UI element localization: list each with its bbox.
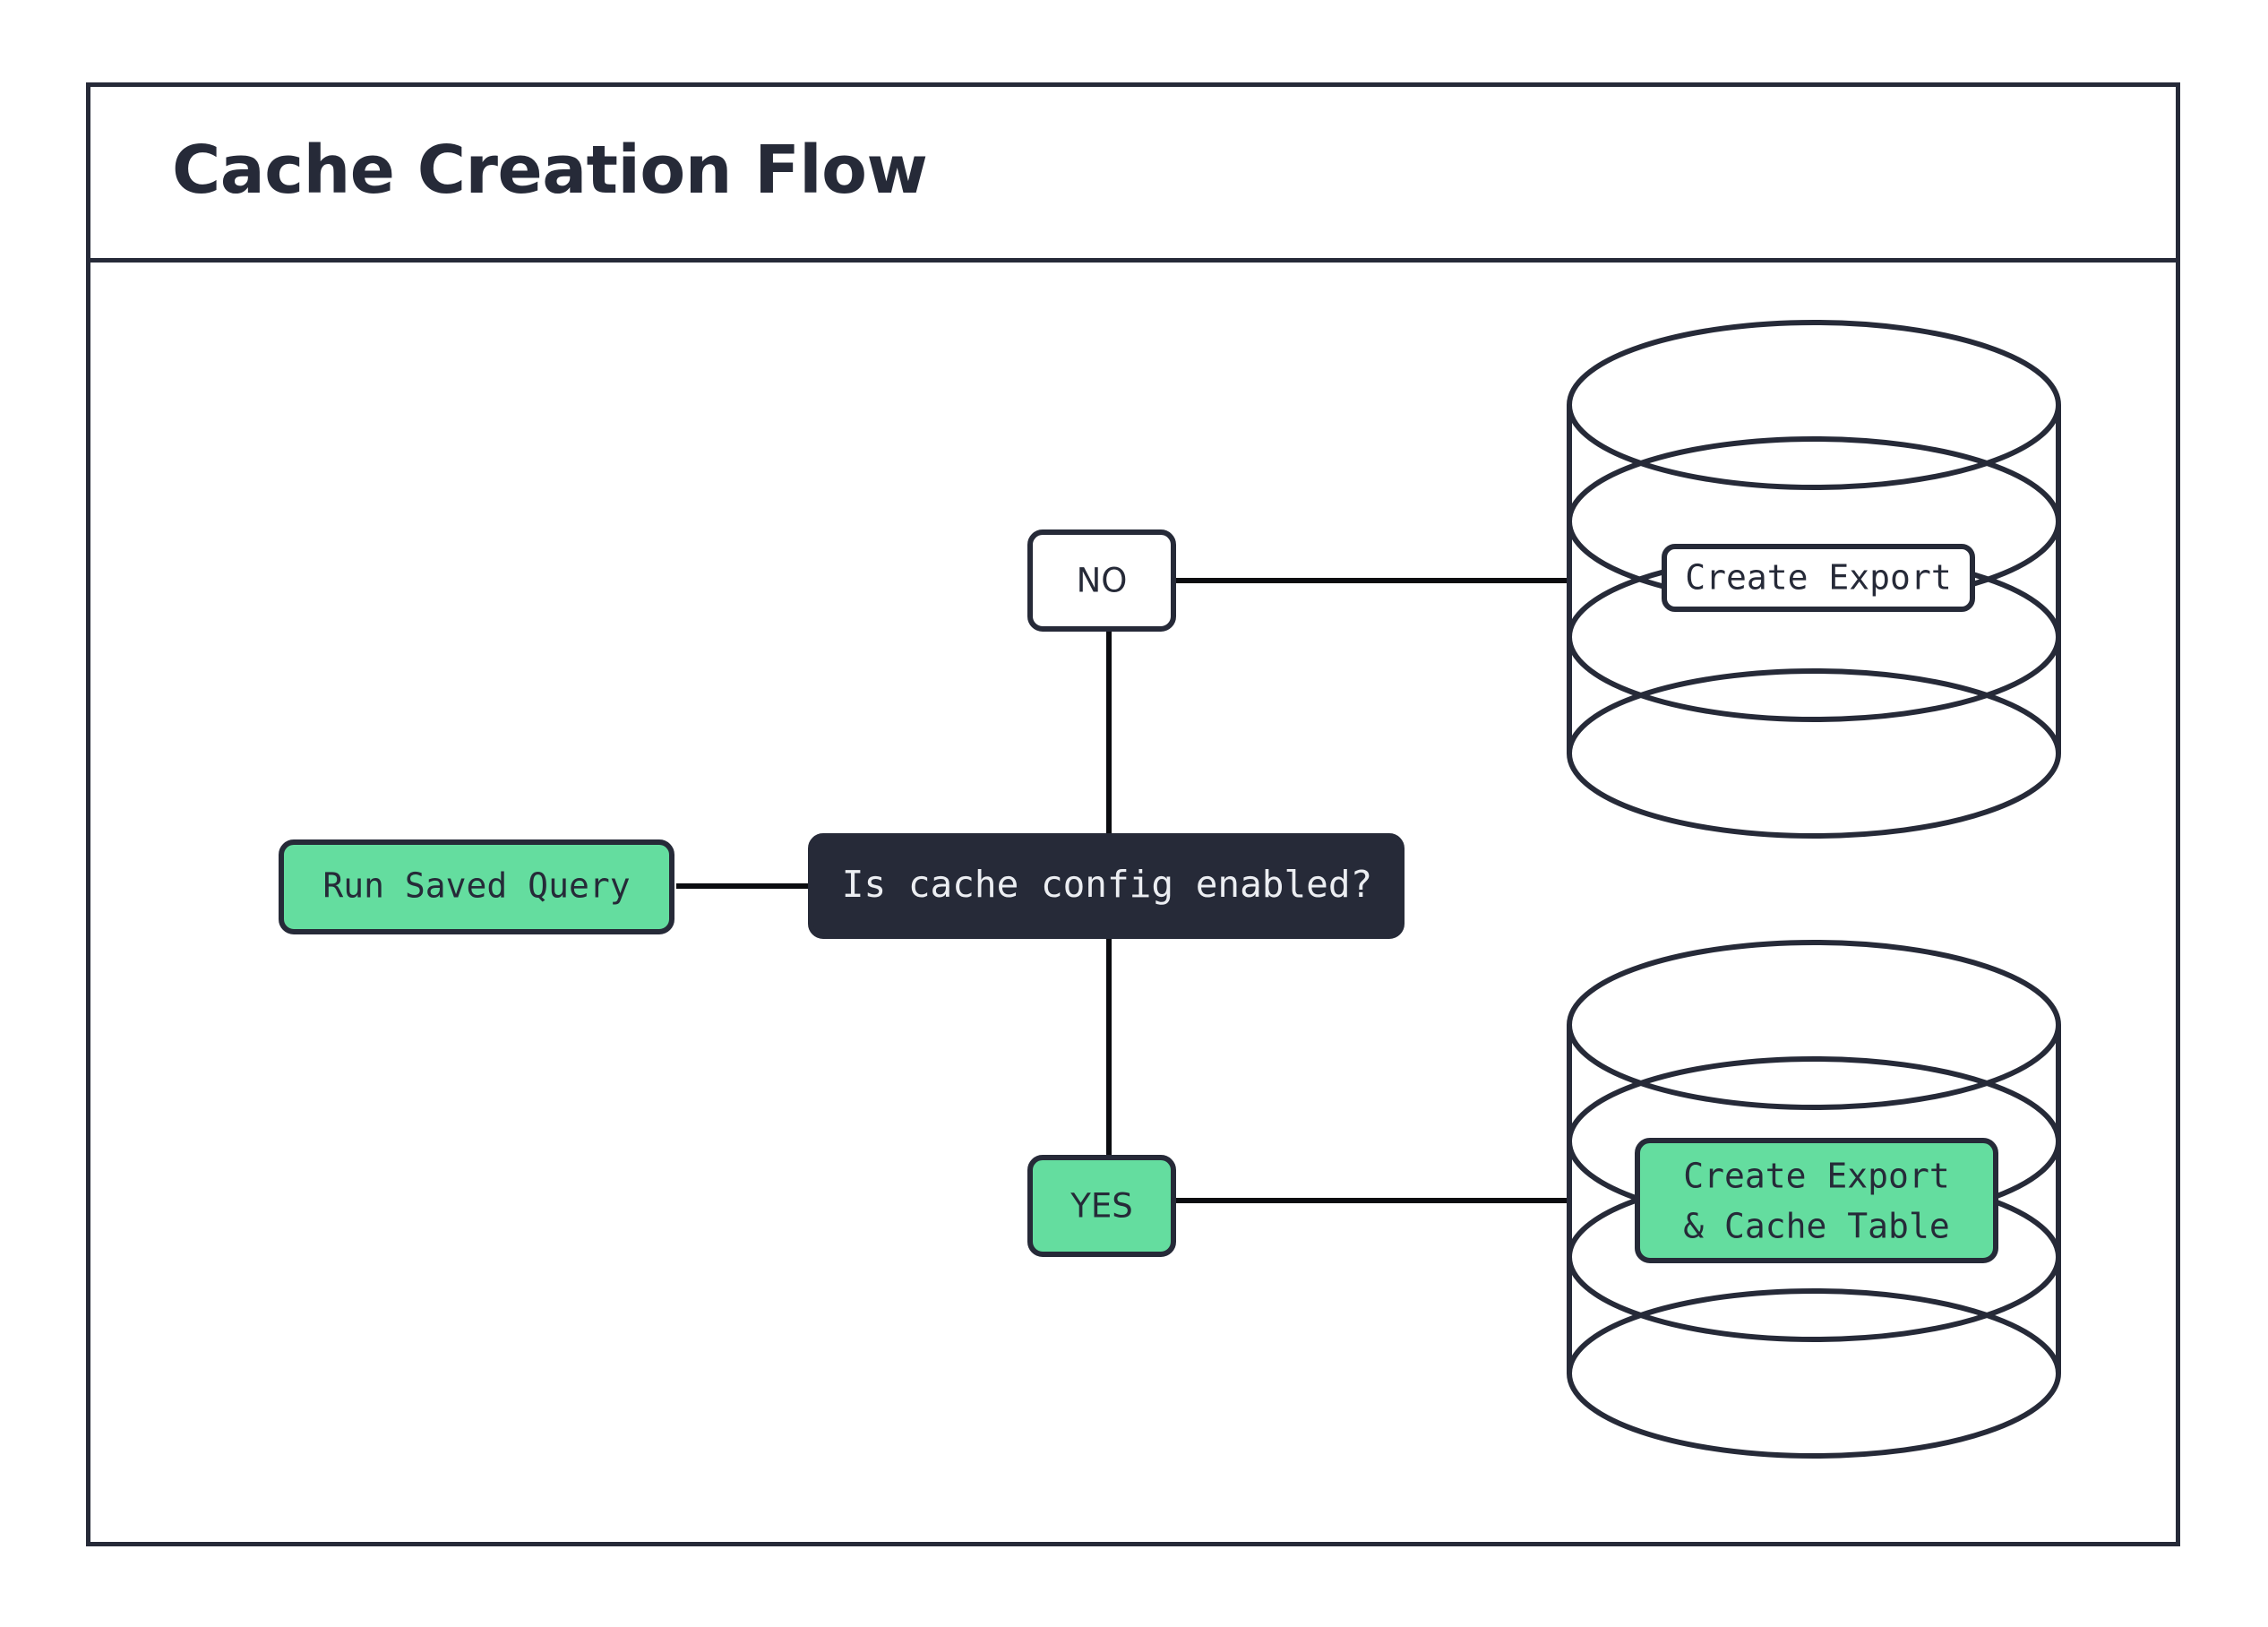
- decision-label: Is cache config enabled?: [842, 863, 1372, 906]
- db-bottom-label-line2: & Cache Table: [1683, 1207, 1949, 1246]
- run-saved-query-label: Run Saved Query: [322, 866, 630, 906]
- db-top-label: Create Export: [1685, 558, 1951, 598]
- db-bottom-label-box: [1635, 1138, 1998, 1263]
- branch-no-label: NO: [1077, 562, 1128, 600]
- db-top-cap-fill: [1569, 323, 2058, 487]
- node-run-saved-query[interactable]: Run Saved Query: [279, 839, 674, 934]
- node-branch-no[interactable]: NO: [1027, 529, 1176, 632]
- branch-no-box[interactable]: [1027, 529, 1176, 632]
- db-bottom-cap-fill: [1569, 943, 2058, 1107]
- edge-group: [676, 578, 1569, 1203]
- db-bottom-disc-1: [1567, 940, 2061, 1110]
- db-bottom-disc-4: [1567, 1288, 2061, 1459]
- decision-box[interactable]: [808, 833, 1405, 939]
- node-branch-yes[interactable]: YES: [1027, 1155, 1176, 1257]
- node-is-cache-config-enabled[interactable]: Is cache config enabled?: [808, 833, 1405, 939]
- db-top-body-fill: [1569, 405, 2058, 836]
- db-bottom-label-line1: Create Export: [1683, 1157, 1949, 1196]
- database-create-export-cache-table[interactable]: Create Export & Cache Table: [1567, 940, 2061, 1459]
- db-top-label-box: [1662, 544, 1975, 612]
- db-top-disc-1: [1567, 320, 2061, 490]
- run-saved-query-box[interactable]: [279, 839, 674, 934]
- branch-yes-label: YES: [1070, 1187, 1132, 1226]
- branch-yes-box[interactable]: [1027, 1155, 1176, 1257]
- page-title: Cache Creation Flow: [172, 132, 928, 209]
- db-top-disc-4: [1567, 668, 2061, 839]
- diagram-title-bar: Cache Creation Flow: [86, 82, 2180, 263]
- database-create-export[interactable]: Create Export: [1567, 320, 2061, 839]
